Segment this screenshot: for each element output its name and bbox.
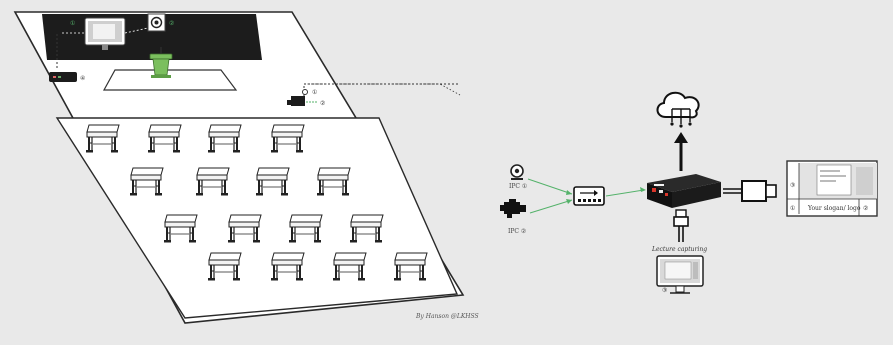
board-num-2: ② [169, 20, 174, 27]
upload-arrow [674, 132, 688, 171]
room-recorder-icon [49, 72, 77, 82]
side-cam-num-2: ② [320, 100, 325, 107]
display-num-3: ③ [790, 182, 795, 189]
hdmi-plug-icon [673, 209, 689, 242]
board-monitor-icon [84, 17, 126, 50]
display-num-1: ① [790, 205, 795, 212]
lecture-capturing-label: Lecture capturing [651, 246, 707, 253]
monitor-icon [656, 255, 704, 294]
encoder-box-icon [647, 174, 721, 208]
side-cam-num-1: ① [312, 89, 317, 96]
recorder-num: ④ [80, 75, 85, 82]
webcam-icon [510, 164, 524, 180]
hdmi-plug-icon [723, 180, 777, 202]
camcorder-icon [500, 199, 526, 218]
cloud-icon [656, 91, 700, 128]
signal-flow: IPC ① IPC ② [500, 91, 878, 294]
monitor-num: ③ [662, 287, 667, 294]
board-num-1: ① [70, 20, 75, 27]
ipc1-label: IPC ① [509, 183, 527, 190]
credit-text: By Hanson @LKHSS [415, 313, 479, 320]
network-switch-icon [573, 186, 605, 206]
side-camera-icon [287, 89, 308, 106]
output-display [786, 160, 878, 217]
display-num-2: ② [863, 205, 868, 212]
ipc2-label: IPC ② [508, 228, 526, 235]
slogan-text: Your slogan/ logo [807, 205, 861, 212]
board-webcam-icon [147, 13, 166, 32]
podium-icon [149, 47, 173, 78]
classroom: ① ② ④ ① ② [13, 11, 479, 324]
stage-platform [102, 69, 238, 91]
